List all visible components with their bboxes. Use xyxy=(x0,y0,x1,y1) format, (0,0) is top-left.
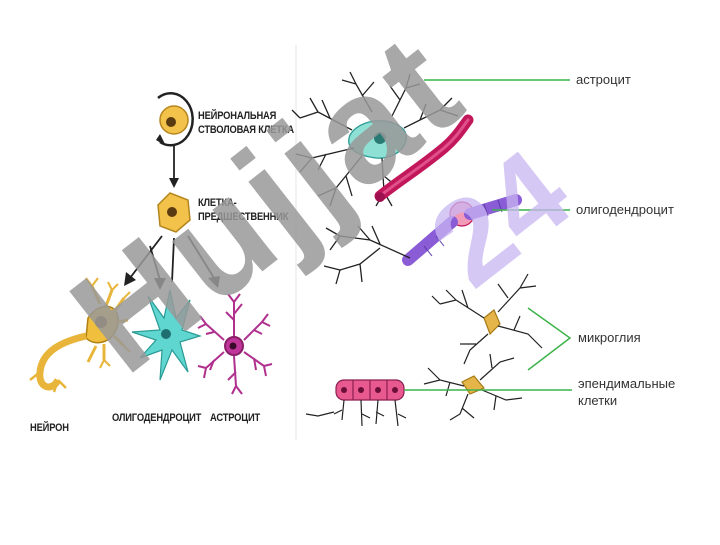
axon-highlight xyxy=(378,118,470,198)
oligodendrocyte-label: ОЛИГОДЕНДРОЦИТ xyxy=(112,412,202,424)
oligodendrocyte-icon xyxy=(131,289,202,381)
stem-cell-label-line1: НЕЙРОНАЛЬНАЯ xyxy=(198,110,277,122)
ependymal-label-line2: клетки xyxy=(578,393,618,408)
oligodendrocyte-right-label: олигодендроцит xyxy=(576,202,674,217)
ependymal-label-line1: эпендимальные xyxy=(578,376,676,391)
stem-cell-label-line2: СТВОЛОВАЯ КЛЕТКА xyxy=(198,124,294,136)
progenitor-label-line1: КЛЕТКА- xyxy=(198,197,237,209)
neuron-label: НЕЙРОН xyxy=(30,422,69,434)
progenitor-label-line2: ПРЕДШЕСТВЕННИК xyxy=(198,211,289,223)
arrowhead xyxy=(169,178,179,188)
microglia-label: микроглия xyxy=(578,330,641,345)
astrocyte-icon xyxy=(197,293,273,395)
astrocyte-right-label: астроцит xyxy=(576,72,631,87)
neuron-icon xyxy=(29,277,131,393)
astrocyte-right-icon xyxy=(291,71,459,207)
progenitor-cell-icon xyxy=(157,192,191,233)
axon-end xyxy=(375,192,385,202)
ependymal-cells-icon xyxy=(305,379,407,427)
leader-lines xyxy=(404,79,572,391)
stem-cell-icon xyxy=(156,92,194,147)
oligodendrocyte-right-icon xyxy=(323,194,522,285)
astrocyte-label: АСТРОЦИТ xyxy=(210,412,261,424)
branch-arrows xyxy=(124,235,220,290)
